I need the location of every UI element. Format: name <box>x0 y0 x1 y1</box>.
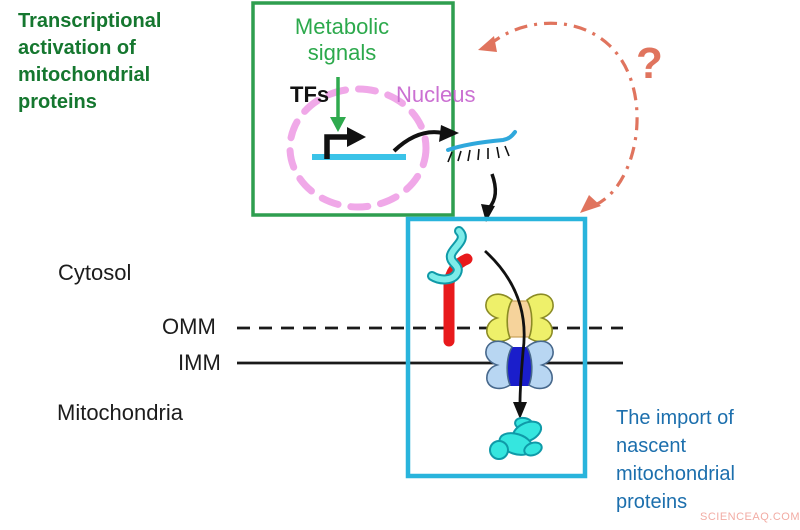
folded-mitochondrial-protein-icon <box>489 416 543 460</box>
transcription-output-arrow-icon <box>392 125 459 153</box>
inner-membrane-translocase-icon <box>485 340 554 390</box>
mrna-with-ribosome-ticks-icon <box>446 130 517 163</box>
imm-label: IMM <box>178 350 221 375</box>
mrna-to-import-arrow-icon <box>481 173 498 222</box>
watermark: SCIENCEAQ.COM <box>700 511 800 523</box>
nucleus-label: Nucleus <box>396 82 476 107</box>
import-panel-box <box>405 216 588 479</box>
question-mark-label: ? <box>636 39 663 88</box>
metabolic-signals-label: Metabolic signals <box>294 14 390 65</box>
import-path-arrow-icon <box>484 249 527 419</box>
omm-label: OMM <box>162 314 216 339</box>
cytosol-label: Cytosol <box>58 260 132 285</box>
nucleus-panel-box <box>251 1 455 217</box>
presequence-squiggle-icon <box>427 226 467 285</box>
promoter-bent-arrow-icon <box>324 127 366 159</box>
tfs-label: TFs <box>290 82 330 107</box>
figure-title: Transcriptional activation of mitochondr… <box>18 10 162 113</box>
nuclear-envelope-dashed-ellipse-icon <box>286 85 430 211</box>
import-caption: The import of nascent mitochondrial prot… <box>616 407 735 513</box>
mitochondria-label: Mitochondria <box>57 400 183 425</box>
feedback-loop-arrow-icon <box>478 21 639 213</box>
tf-activation-arrow-icon <box>330 77 346 132</box>
